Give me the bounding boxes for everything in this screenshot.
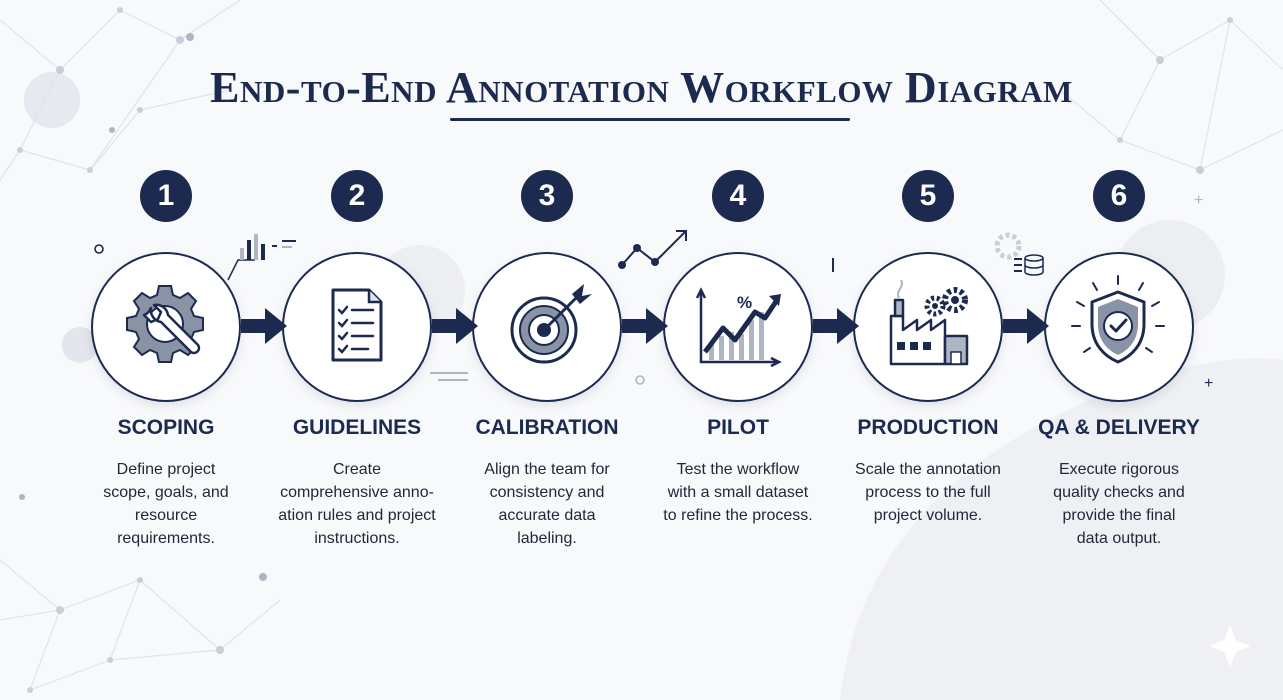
description-line: quality checks and	[1053, 484, 1185, 501]
step-description-calibration: Align the team for consistency and accur…	[447, 458, 647, 550]
step-label-qa-delivery: QA & DELIVERY	[1038, 416, 1200, 439]
step-circle-guidelines	[282, 252, 432, 402]
svg-text:+: +	[1194, 192, 1203, 209]
target-arrow-icon	[510, 284, 592, 364]
description-line: accurate data	[498, 507, 596, 524]
description-line: consistency and	[489, 484, 605, 501]
shield-check-icon	[1071, 275, 1165, 364]
description-line: labeling.	[517, 530, 577, 547]
step-label-scoping: SCOPING	[117, 416, 215, 439]
step-label-pilot: PILOT	[707, 416, 769, 439]
step-description-pilot: Test the workflow with a small dataset t…	[638, 458, 838, 527]
description-line: instructions.	[314, 530, 400, 547]
description-line: requirements.	[117, 530, 215, 547]
description-line: provide the final	[1062, 507, 1176, 524]
step-number-4: 4	[712, 170, 764, 222]
step-circle-qa-delivery	[1044, 252, 1194, 402]
step-number-5: 5	[902, 170, 954, 222]
description-line: with a small dataset	[667, 484, 809, 501]
flow-arrow-4-5	[813, 308, 859, 344]
step-label-guidelines: GUIDELINES	[292, 416, 422, 439]
description-line: Test the workflow	[676, 461, 800, 478]
page-title: End-to-End Annotation Workflow Diagram	[210, 63, 1073, 112]
step-description-production: Scale the annotation process to the full…	[828, 458, 1028, 527]
description-line: process to the full	[865, 484, 991, 501]
step-number-6: 6	[1093, 170, 1145, 222]
flow-arrow-3-4	[622, 308, 668, 344]
description-line: comprehensive anno-	[280, 484, 434, 501]
description-line: data output.	[1076, 530, 1162, 547]
step-description-guidelines: Create comprehensive anno- ation rules a…	[257, 458, 457, 550]
description-line: Scale the annotation	[855, 461, 1001, 478]
step-number-1: 1	[140, 170, 192, 222]
database-gear-icon	[994, 232, 1044, 276]
mini-bar-chart-icon	[227, 234, 296, 281]
trend-line-icon	[621, 230, 687, 266]
step-circle-pilot: %	[663, 252, 813, 402]
description-line: Define project	[116, 461, 216, 478]
description-line: Align the team for	[484, 461, 610, 478]
description-line: Execute rigorous	[1058, 461, 1180, 478]
step-number-2: 2	[331, 170, 383, 222]
description-line: to refine the process.	[663, 507, 813, 524]
step-label-calibration: CALIBRATION	[475, 416, 619, 439]
step-description-scoping: Define project scope, goals, and resourc…	[66, 458, 266, 550]
svg-text:+: +	[1204, 375, 1213, 392]
step-circle-production	[853, 252, 1003, 402]
step-description-qa-delivery: Execute rigorous quality checks and prov…	[1019, 458, 1219, 550]
checklist-document-icon	[331, 288, 383, 362]
flow-arrow-5-6	[1003, 308, 1049, 344]
step-circle-calibration	[472, 252, 622, 402]
description-line: ation rules and project	[278, 507, 436, 524]
flow-arrow-1-2	[241, 308, 287, 344]
step-circle-scoping	[91, 252, 241, 402]
title-underline	[450, 118, 850, 121]
description-line: Create	[332, 461, 382, 478]
gear-wrench-icon	[126, 285, 204, 363]
factory-gears-icon	[889, 279, 969, 366]
step-label-production: PRODUCTION	[857, 416, 999, 439]
flow-arrow-2-3	[432, 308, 478, 344]
step-number-3: 3	[521, 170, 573, 222]
description-line: resource	[134, 507, 198, 524]
description-line: project volume.	[873, 507, 983, 524]
description-line: scope, goals, and	[103, 484, 229, 501]
growth-chart-icon: %	[695, 287, 782, 368]
percent-glyph: %	[737, 293, 752, 312]
